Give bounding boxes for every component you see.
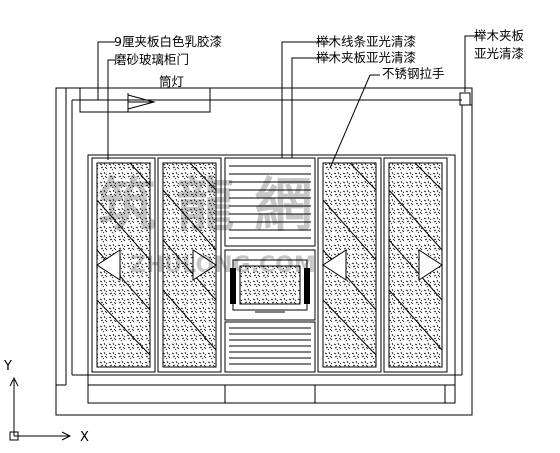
label-steel-handle: 不锈钢拉手	[382, 66, 445, 81]
downlight-symbol	[127, 94, 156, 110]
left-door-1	[91, 157, 156, 373]
ucs-axis-icon	[9, 376, 72, 441]
axis-y-label: Y	[3, 359, 12, 374]
right-door-2	[383, 157, 448, 373]
label-frosted-glass-door: 磨砂玻璃柜门	[114, 52, 189, 67]
center-louver-top	[224, 157, 316, 247]
label-beech-plywood: 榉木夹板亚光清漆	[316, 50, 416, 65]
cabinet-body	[87, 154, 456, 404]
watermark-sub: ZHULONG.COM	[130, 253, 316, 278]
label-beech-strip: 榉木线条亚光清漆	[316, 34, 416, 49]
leader-lines	[97, 35, 480, 169]
center-louver-bottom	[224, 321, 316, 373]
left-door-2	[157, 157, 222, 373]
label-beech-plywood-side-1: 榉木夹板	[474, 28, 525, 43]
label-plywood-latex: 9厘夹板白色乳胶漆	[114, 34, 222, 49]
label-beech-plywood-side-2: 亚光清漆	[474, 46, 524, 61]
axis-x-label: X	[80, 430, 89, 445]
label-downlight: 筒灯	[159, 74, 184, 89]
right-door-1	[317, 157, 382, 373]
tv-niche	[224, 249, 316, 321]
watermark-main: 筑 龍 網	[98, 171, 312, 239]
